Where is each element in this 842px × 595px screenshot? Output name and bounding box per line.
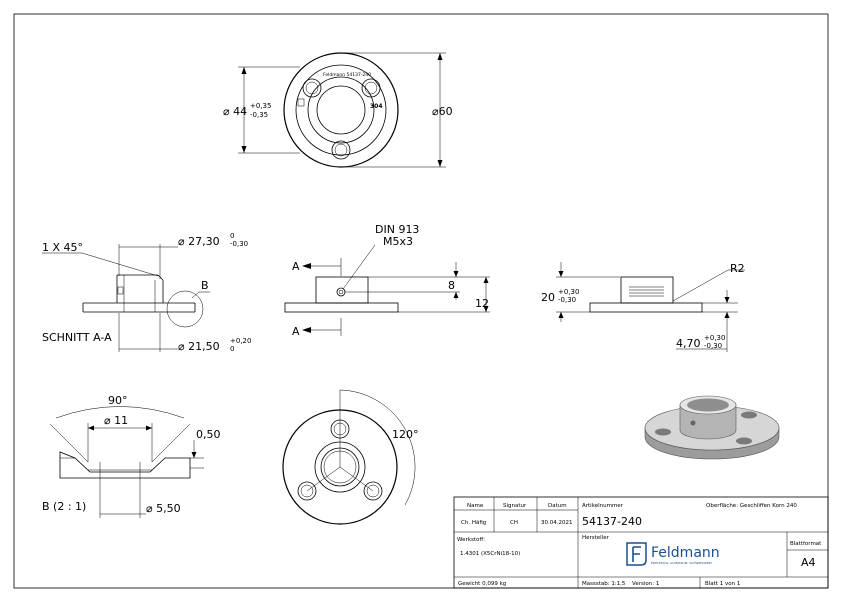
- dim-d11: ⌀ 11: [104, 414, 128, 427]
- svg-text:+0,20: +0,20: [230, 337, 251, 345]
- mount-hole: [302, 78, 322, 98]
- tb-label-hersteller: Hersteller: [582, 535, 610, 541]
- feldmann-logo: Feldmann EDELSTAHL, ALUMINIUM, SCHWEISSE…: [626, 542, 720, 566]
- tb-label-artikel: Artikelnummer: [582, 503, 624, 509]
- tb-header-signatur: Signatur: [503, 503, 527, 509]
- dim-470: 4,70: [676, 337, 701, 350]
- grade-mark: 304: [370, 103, 383, 110]
- detail-b-title: B (2 : 1): [42, 500, 86, 513]
- detail-b-circle: [166, 290, 204, 328]
- tb-version: Version: 1: [632, 581, 659, 587]
- section-arrow-top: A: [292, 260, 300, 273]
- dim-d27: ⌀ 27,30: [178, 235, 220, 248]
- tb-datum: 30.04.2021: [541, 520, 573, 526]
- mount-hole: [361, 78, 381, 98]
- din-label: DIN 913: [375, 223, 419, 236]
- tb-label-werkstoff: Werkstoff:: [457, 537, 485, 543]
- dim-angle90: 90°: [108, 394, 128, 407]
- svg-text:Feldmann: Feldmann: [651, 545, 720, 561]
- svg-text:-0,30: -0,30: [704, 342, 722, 350]
- tb-massstab: Massstab: 1:1,5: [582, 581, 626, 587]
- side-view: DIN 913 M5x3 A A 8 12: [284, 223, 490, 338]
- section-arrow-bottom: A: [292, 325, 300, 338]
- top-view: Feldmann 54137-240 304 ⌀ 44 +0,35 -0,35 …: [223, 52, 453, 168]
- detail-b-label: B: [201, 279, 209, 292]
- title-block: Name Signatur Datum Ch. Häfig CH 30.04.2…: [453, 496, 829, 589]
- dim-8: 8: [448, 279, 455, 292]
- dim-050: 0,50: [196, 428, 221, 441]
- detail-b-view: 90° ⌀ 11 0,50 B (2 : 1) ⌀ 5,50: [42, 394, 221, 518]
- elevation-view: R2 20 +0,30 -0,30 4,70 +0,30 -0,30: [541, 262, 745, 352]
- svg-text:0: 0: [230, 232, 234, 240]
- tb-werkstoff: 1.4301 (X5CrNi18-10): [460, 551, 520, 557]
- set-screw: [336, 287, 346, 297]
- engraving-text: Feldmann 54137-240: [323, 72, 371, 78]
- chamfer-label: 1 X 45°: [42, 241, 83, 254]
- dim-d21: ⌀ 21,50: [178, 340, 220, 353]
- tb-signatur: CH: [510, 520, 518, 526]
- tb-blatt: Blatt 1 von 1: [705, 581, 740, 587]
- tb-gewicht: Gewicht 0,099 kg: [458, 581, 506, 587]
- svg-text:+0,30: +0,30: [558, 288, 579, 296]
- svg-text:0: 0: [230, 345, 234, 353]
- isometric-view: [644, 395, 780, 460]
- dim-d550: ⌀ 5,50: [146, 502, 181, 515]
- svg-text:EDELSTAHL, ALUMINIUM, SCHWEISS: EDELSTAHL, ALUMINIUM, SCHWEISSEREI: [651, 561, 712, 565]
- svg-text:+0,30: +0,30: [704, 334, 725, 342]
- tb-label-blattformat: Blattformat: [790, 541, 822, 547]
- bottom-view: 120°: [282, 389, 419, 525]
- mount-hole: [297, 481, 317, 501]
- tb-name: Ch. Häfig: [461, 520, 486, 526]
- flange-outline: [283, 52, 399, 168]
- tb-artikelnummer: 54137-240: [582, 515, 642, 528]
- dim-20: 20: [541, 291, 555, 304]
- dim-d60: ⌀60: [432, 105, 453, 118]
- svg-text:-0,30: -0,30: [230, 240, 248, 248]
- dim-d44: ⌀ 44: [223, 105, 247, 118]
- tb-oberflaeche: Oberfläche: Geschliffen Korn 240: [706, 503, 797, 509]
- radius-label: R2: [730, 262, 745, 275]
- section-title: SCHNITT A-A: [42, 331, 112, 344]
- section-view: 1 X 45° ⌀ 27,30 0 -0,30 B SCHNITT A-A ⌀ …: [42, 232, 251, 353]
- tb-header-datum: Datum: [548, 503, 567, 509]
- svg-text:-0,30: -0,30: [558, 296, 576, 304]
- tb-blattformat: A4: [801, 556, 816, 569]
- sheet-border: [13, 13, 829, 589]
- svg-text:+0,35: +0,35: [250, 102, 271, 110]
- dim-angle120: 120°: [392, 428, 419, 441]
- mount-hole: [331, 140, 351, 160]
- tb-header-name: Name: [467, 503, 484, 509]
- thread-label: M5x3: [383, 235, 413, 248]
- dim-12: 12: [475, 297, 489, 310]
- svg-text:-0,35: -0,35: [250, 111, 268, 119]
- mount-hole: [363, 481, 383, 501]
